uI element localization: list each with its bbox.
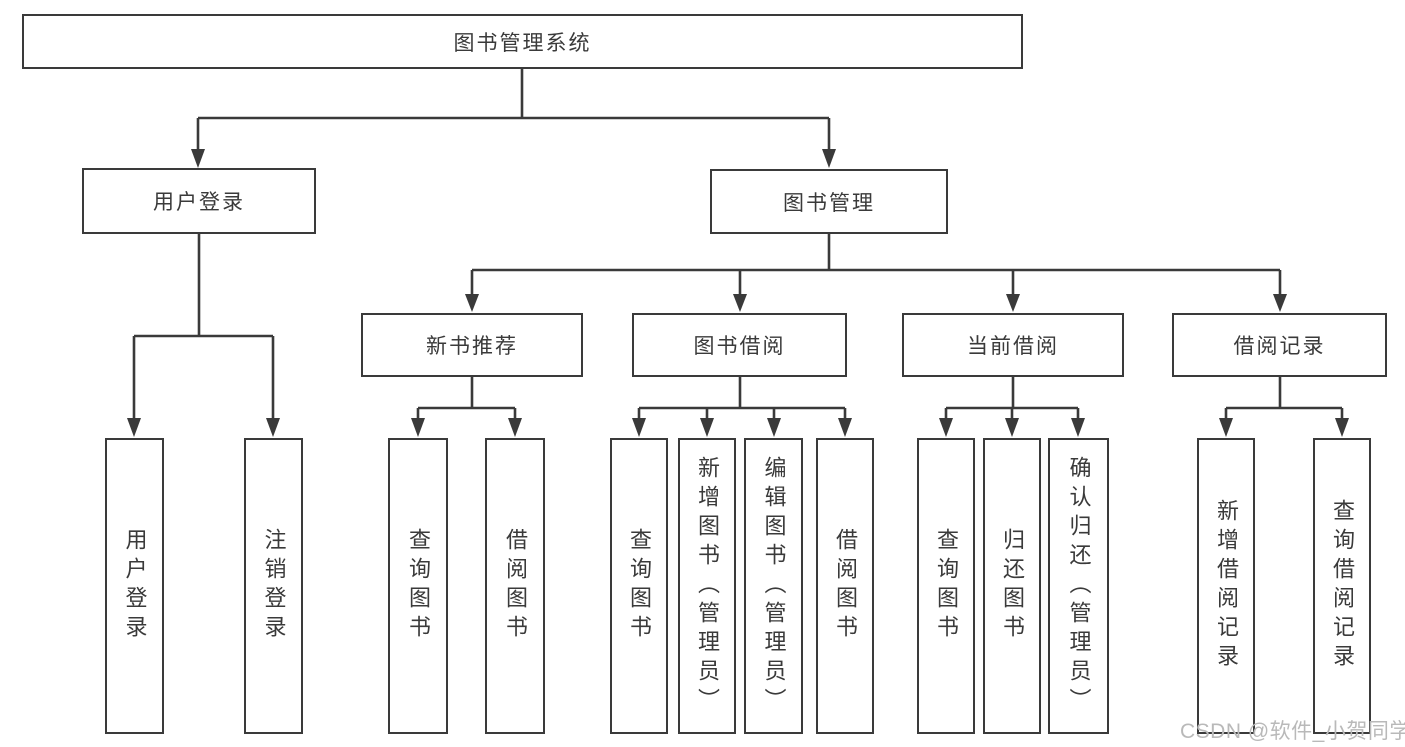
node-book-management-label: 图书管理 — [783, 191, 875, 215]
arrowhead-icon — [465, 294, 479, 312]
leaf-current-return-books: 归还图书 — [983, 438, 1041, 734]
arrowhead-icon — [1219, 418, 1233, 437]
leaf-newrec-query-books: 查询图书 — [388, 438, 448, 734]
arrowhead-icon — [939, 418, 953, 437]
connector-line — [637, 377, 847, 421]
leaf-newrec-query-books-label: 查询图书 — [406, 528, 431, 644]
leaf-borrow-edit-books-admin-label: 编辑图书（管理员） — [761, 455, 787, 717]
arrowhead-icon — [1071, 418, 1085, 437]
connector-line — [132, 234, 275, 420]
connectors-new-book-recommend — [411, 377, 522, 437]
connectors-user-login-to-leaves — [127, 234, 280, 437]
leaf-current-return-books-label: 归还图书 — [1000, 528, 1025, 644]
arrowhead-icon — [838, 418, 852, 437]
arrowhead-icon — [191, 149, 205, 168]
leaf-records-query-record-label: 查询借阅记录 — [1330, 499, 1355, 673]
connectors-book-borrowing — [632, 377, 852, 437]
leaf-records-query-record: 查询借阅记录 — [1313, 438, 1371, 734]
leaf-borrow-add-books-admin-label: 新增图书（管理员） — [695, 455, 720, 717]
arrowhead-icon — [733, 294, 747, 312]
connector-line — [196, 69, 831, 150]
arrowhead-icon — [411, 418, 425, 437]
arrowhead-icon — [822, 149, 836, 168]
arrowhead-icon — [767, 418, 781, 437]
leaf-borrow-borrow-books: 借阅图书 — [816, 438, 874, 734]
leaf-logout-label: 注销登录 — [261, 528, 287, 644]
leaf-current-confirm-return-admin-label: 确认归还（管理员） — [1066, 455, 1092, 717]
node-borrowing-records: 借阅记录 — [1172, 313, 1387, 377]
arrowhead-icon — [1005, 418, 1019, 437]
leaf-user-login: 用户登录 — [105, 438, 164, 734]
node-new-book-recommend-label: 新书推荐 — [426, 335, 518, 358]
node-current-borrowing-label: 当前借阅 — [967, 335, 1059, 358]
leaf-current-confirm-return-admin: 确认归还（管理员） — [1048, 438, 1109, 734]
arrowhead-icon — [266, 418, 280, 437]
connector-line — [470, 234, 1282, 296]
leaf-current-query-books-label: 查询图书 — [934, 528, 959, 644]
connector-line — [944, 377, 1080, 421]
node-borrowing-records-label: 借阅记录 — [1233, 335, 1326, 358]
arrowhead-icon — [127, 418, 141, 437]
connector-line — [416, 377, 517, 421]
connectors-book-management-to-level3 — [465, 234, 1287, 312]
node-library-system: 图书管理系统 — [22, 14, 1023, 69]
leaf-borrow-query-books: 查询图书 — [610, 438, 668, 734]
leaf-newrec-borrow-books-label: 借阅图书 — [503, 528, 528, 644]
arrowhead-icon — [1335, 418, 1349, 437]
arrowhead-icon — [1006, 294, 1020, 312]
arrowhead-icon — [508, 418, 522, 437]
connectors-borrowing-records — [1219, 377, 1349, 437]
node-book-management: 图书管理 — [710, 169, 948, 234]
arrowhead-icon — [632, 418, 646, 437]
leaf-borrow-edit-books-admin: 编辑图书（管理员） — [744, 438, 803, 734]
leaf-borrow-add-books-admin: 新增图书（管理员） — [678, 438, 736, 734]
leaf-newrec-borrow-books: 借阅图书 — [485, 438, 545, 734]
watermark: CSDN @软件_小贺同学 — [1180, 720, 1405, 743]
connectors-root-to-level2 — [191, 69, 836, 168]
connectors-current-borrowing — [939, 377, 1085, 437]
connector-line — [1224, 377, 1344, 421]
node-user-login-label: 用户登录 — [153, 191, 245, 214]
node-new-book-recommend: 新书推荐 — [361, 313, 583, 377]
arrowhead-icon — [700, 418, 714, 437]
node-current-borrowing: 当前借阅 — [902, 313, 1124, 377]
leaf-logout: 注销登录 — [244, 438, 303, 734]
leaf-records-add-record-label: 新增借阅记录 — [1214, 499, 1239, 673]
arrowhead-icon — [1273, 294, 1287, 312]
node-library-system-label: 图书管理系统 — [453, 31, 592, 55]
leaf-current-query-books: 查询图书 — [917, 438, 975, 734]
node-user-login: 用户登录 — [82, 168, 316, 234]
leaf-records-add-record: 新增借阅记录 — [1197, 438, 1255, 734]
node-book-borrowing-label: 图书借阅 — [693, 335, 786, 358]
leaf-borrow-query-books-label: 查询图书 — [627, 528, 652, 644]
node-book-borrowing: 图书借阅 — [632, 313, 847, 377]
leaf-borrow-borrow-books-label: 借阅图书 — [833, 528, 858, 644]
leaf-user-login-label: 用户登录 — [122, 528, 148, 644]
